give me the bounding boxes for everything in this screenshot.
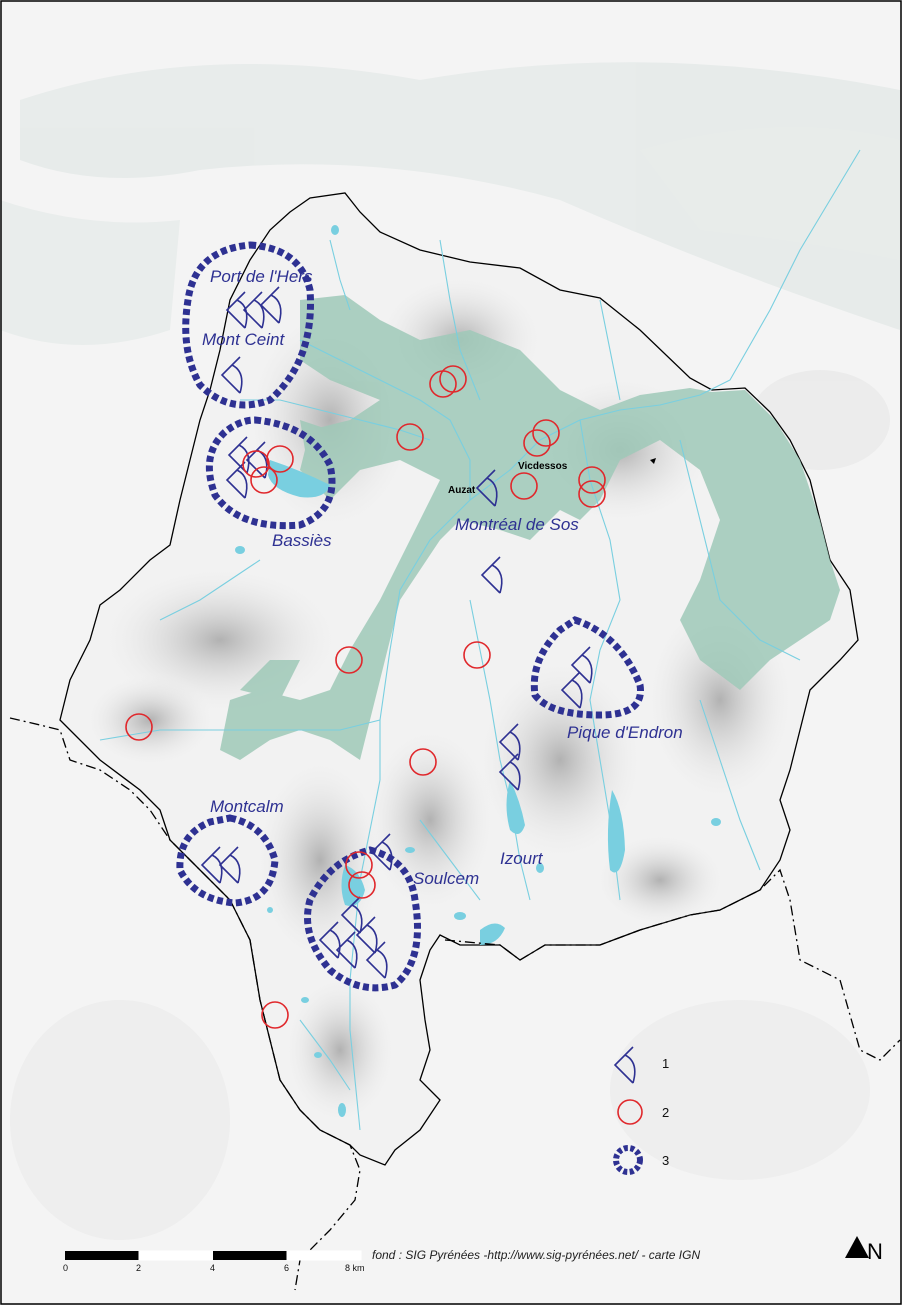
forest-areas	[220, 295, 840, 760]
circle-symbol	[250, 466, 278, 494]
outer-relief	[0, 62, 900, 1240]
zone-port-de-lhers	[182, 241, 314, 409]
scale-tick-8: 8 km	[345, 1263, 365, 1273]
label-pique-dendron: Pique d'Endron	[567, 723, 683, 742]
circle-symbol	[396, 423, 424, 451]
scale-tick-4: 4	[210, 1263, 215, 1273]
legend-label-3: 3	[662, 1153, 669, 1168]
zone-pique-dendron	[530, 616, 644, 719]
scale-tick-6: 6	[284, 1263, 289, 1273]
place-labels: Port de l'Hers Mont Ceint Bassiès Montré…	[202, 267, 683, 888]
circle-symbol	[532, 419, 560, 447]
circle-symbol	[523, 429, 551, 457]
circle-symbol	[510, 472, 538, 500]
circle-site-icon	[617, 1099, 643, 1125]
scale-seg-4	[286, 1250, 362, 1261]
zone-montcalm	[176, 814, 279, 907]
circle-symbol	[463, 641, 491, 669]
circle-symbol	[266, 445, 294, 473]
legend: 1 2 3	[613, 1046, 669, 1175]
north-arrow-icon: N	[845, 1236, 883, 1264]
legend-item-3: 3	[613, 1145, 669, 1175]
circle-symbol	[409, 748, 437, 776]
circle-symbol	[261, 1001, 289, 1029]
label-montreal-de-sos: Montréal de Sos	[455, 515, 579, 534]
label-mont-ceint: Mont Ceint	[202, 330, 285, 349]
label-soulcem: Soulcem	[413, 869, 479, 888]
label-port-de-lhers: Port de l'Hers	[210, 267, 313, 286]
lakes	[235, 225, 721, 1117]
circle-symbol	[242, 450, 270, 478]
circle-symbol	[578, 466, 606, 494]
source-credit: fond : SIG Pyrénées -http://www.sig-pyré…	[372, 1248, 700, 1262]
legend-label-1: 1	[662, 1056, 669, 1071]
legend-item-1: 1	[614, 1046, 669, 1084]
circle-symbol	[345, 851, 373, 879]
circle-symbol	[348, 871, 376, 899]
circle-symbol	[125, 713, 153, 741]
dashed-zone-icon	[613, 1145, 643, 1175]
label-izourt: Izourt	[500, 849, 544, 868]
scale-seg-2	[138, 1250, 214, 1261]
circle-symbol	[578, 480, 606, 508]
north-label: N	[867, 1239, 883, 1264]
scale-tick-2: 2	[136, 1263, 141, 1273]
point-marker	[650, 458, 656, 464]
scale-tick-0: 0	[63, 1263, 68, 1273]
zone-bassies	[205, 416, 336, 530]
legend-item-2: 2	[617, 1099, 669, 1125]
circle-symbol	[335, 646, 363, 674]
scale-seg-3	[213, 1251, 287, 1260]
dashed-zones	[176, 241, 644, 992]
scale-bar: 0 2 4 6 8 km	[63, 1250, 365, 1273]
legend-label-2: 2	[662, 1105, 669, 1120]
label-bassies: Bassiès	[272, 531, 332, 550]
scale-seg-1	[65, 1251, 139, 1260]
zone-soulcem	[304, 846, 421, 992]
circle-symbols	[125, 365, 606, 1029]
label-auzat: Auzat	[448, 485, 476, 496]
label-vicdessos: Vicdessos	[518, 461, 568, 472]
rivers	[99, 149, 861, 1131]
circle-symbol	[439, 365, 467, 393]
label-montcalm: Montcalm	[210, 797, 284, 816]
border-line	[9, 717, 901, 1291]
